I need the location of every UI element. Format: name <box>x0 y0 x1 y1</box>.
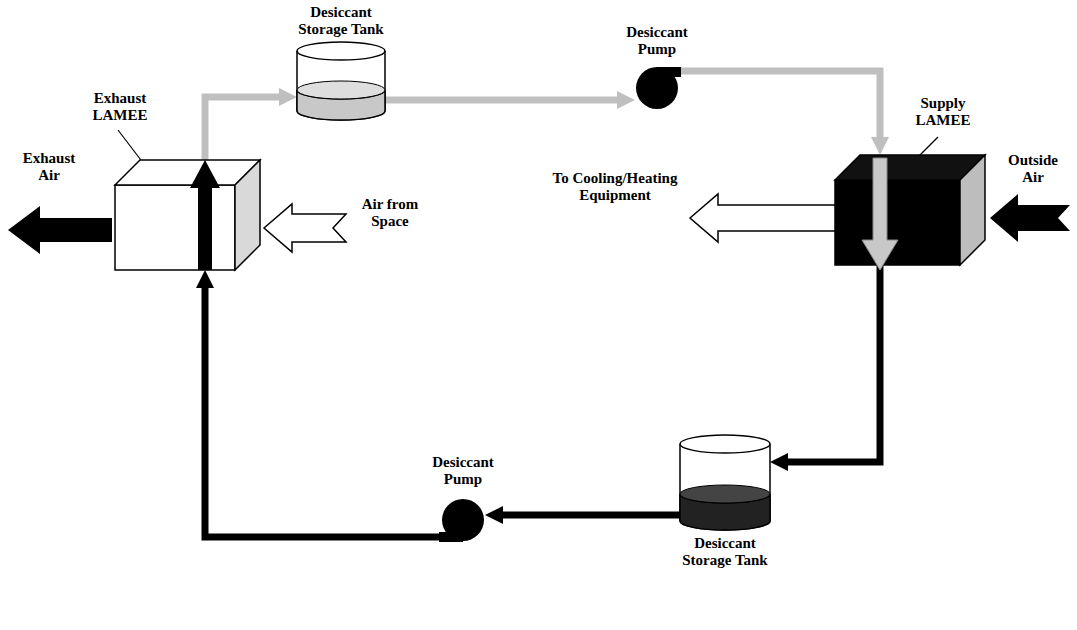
shape-outline <box>441 498 485 542</box>
space-air-arrow <box>264 204 346 252</box>
storage-tank: Desiccant Storage Tank <box>297 42 385 120</box>
storage-tank: Desiccant Storage Tank <box>680 435 770 530</box>
pump-symbol: Desiccant Pump <box>635 66 679 110</box>
desiccant-line <box>503 512 680 519</box>
tank-top <box>680 435 770 453</box>
tank-top <box>297 42 385 60</box>
shape-outline <box>680 435 770 530</box>
node-label: Desiccant Pump <box>617 24 697 58</box>
shape-outline <box>635 66 679 110</box>
outside-air-arrow <box>990 194 1070 242</box>
node-label: Desiccant Storage Tank <box>286 4 396 38</box>
liquid-surface <box>297 81 385 99</box>
desiccant-line <box>205 288 441 537</box>
node-label: Desiccant Pump <box>423 454 503 488</box>
desiccant-flow-arrow <box>190 160 220 270</box>
node-label: Desiccant Storage Tank <box>670 535 780 569</box>
box-front <box>835 180 960 265</box>
flow-label: Air from Space <box>350 196 430 230</box>
desiccant-line <box>385 97 617 104</box>
shape-outline <box>835 155 985 265</box>
flow-label: Exhaust Air <box>14 150 84 184</box>
box-side <box>235 160 260 270</box>
desiccant-line <box>679 71 880 137</box>
pump-body <box>636 67 678 109</box>
box-top <box>835 155 985 180</box>
desiccant-flow-arrow <box>862 158 898 270</box>
node-label: Exhaust LAMEE <box>82 90 158 124</box>
node-label: Supply LAMEE <box>905 95 981 129</box>
desiccant-line <box>788 265 880 462</box>
lamee-box: Supply LAMEE <box>835 155 985 265</box>
box-front <box>115 185 235 270</box>
tank-body <box>680 444 770 530</box>
shape-outline <box>297 42 385 120</box>
supply-air-arrow <box>690 194 840 242</box>
exhaust-air-arrow <box>8 206 112 254</box>
liquid-surface <box>680 485 770 503</box>
flow-label: Outside Air <box>998 152 1068 186</box>
box-side <box>960 155 985 265</box>
tank-body <box>297 51 385 120</box>
pump-symbol: Desiccant Pump <box>441 498 485 542</box>
shape-outline <box>115 160 260 270</box>
pump-body <box>442 499 484 541</box>
lamee-box: Exhaust LAMEE <box>115 160 260 270</box>
flow-label: To Cooling/Heating Equipment <box>545 170 685 204</box>
desiccant-line <box>205 97 279 160</box>
